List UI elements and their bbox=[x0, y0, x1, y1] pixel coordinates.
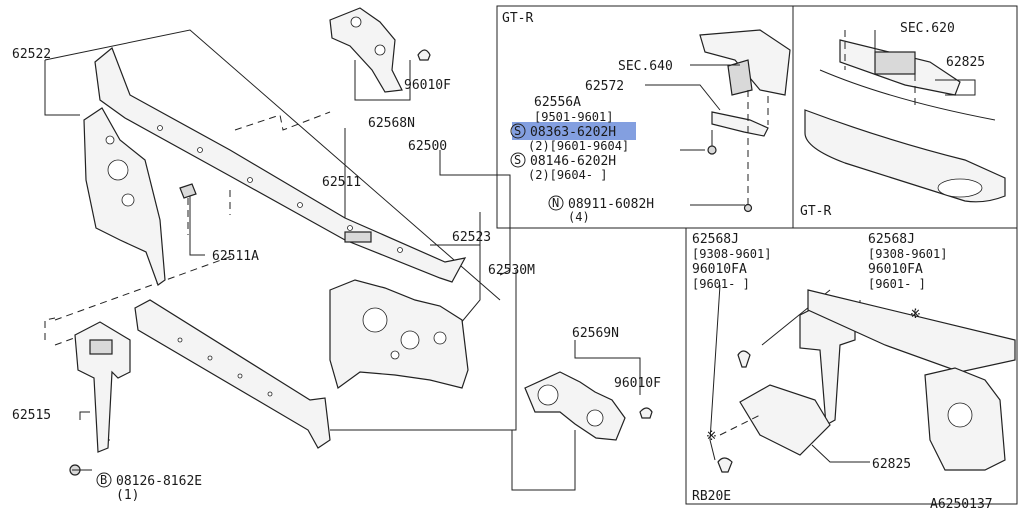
bracket-62569N bbox=[524, 371, 653, 441]
label-08363-6202H[interactable]: 08363-6202H bbox=[530, 125, 616, 140]
label-62556A[interactable]: 62556A bbox=[534, 95, 581, 110]
label-96010FA-left-range: [9601- ] bbox=[692, 277, 750, 291]
marker-s2-icon bbox=[510, 152, 526, 168]
nut-n-icon bbox=[743, 203, 753, 213]
marker-b-icon bbox=[96, 472, 112, 488]
label-62825-gtr[interactable]: 62825 bbox=[946, 55, 985, 70]
label-sec620[interactable]: SEC.620 bbox=[900, 21, 955, 36]
label-08126-8162E[interactable]: 08126-8162E bbox=[116, 474, 202, 489]
gtr-left-parts bbox=[645, 29, 791, 213]
stay-62515 bbox=[69, 321, 131, 476]
label-08911-6082H[interactable]: 08911-6082H bbox=[568, 197, 654, 212]
note-mark-right: ※ bbox=[910, 307, 921, 322]
label-62500[interactable]: 62500 bbox=[408, 139, 447, 154]
gtr-right-title: GT-R bbox=[800, 204, 831, 219]
label-62523[interactable]: 62523 bbox=[452, 230, 491, 245]
label-62568J-right[interactable]: 62568J bbox=[868, 232, 915, 247]
label-n-qty: (4) bbox=[568, 210, 590, 224]
label-96010F-mid[interactable]: 96010F bbox=[614, 376, 661, 391]
upper-support-62511 bbox=[94, 47, 467, 283]
clip-96010FA-icon bbox=[737, 350, 751, 368]
label-62572[interactable]: 62572 bbox=[585, 79, 624, 94]
marker-s1-icon bbox=[510, 123, 526, 139]
rb20e-parts bbox=[709, 284, 1016, 473]
clip-96010F-top-icon bbox=[417, 49, 431, 61]
label-s2-qty: (2)[9604- ] bbox=[528, 168, 607, 182]
gtr-right-parts bbox=[804, 30, 1006, 203]
marker-s1: S bbox=[514, 124, 521, 138]
label-96010FA-right[interactable]: 96010FA bbox=[868, 262, 923, 277]
note-mark-left: ※ bbox=[706, 429, 717, 444]
label-08126-qty: (1) bbox=[116, 488, 139, 503]
marker-n: N bbox=[552, 196, 559, 210]
label-62522[interactable]: 62522 bbox=[12, 47, 51, 62]
label-96010F-top[interactable]: 96010F bbox=[404, 78, 451, 93]
label-62568J-left-range: [9308-9601] bbox=[692, 247, 771, 261]
clip-96010F-mid-icon bbox=[639, 407, 653, 419]
label-62511[interactable]: 62511 bbox=[322, 175, 361, 190]
side-bracket-62522 bbox=[83, 107, 166, 286]
marker-n-icon bbox=[548, 195, 564, 211]
label-62825-rb20e[interactable]: 62825 bbox=[872, 457, 911, 472]
rb20e-inset-frame bbox=[685, 227, 1018, 505]
label-96010FA-right-range: [9601- ] bbox=[868, 277, 926, 291]
label-62569N[interactable]: 62569N bbox=[572, 326, 619, 341]
rb20e-title: RB20E bbox=[692, 489, 731, 504]
clip-96010FA-lower-icon bbox=[717, 457, 733, 473]
label-96010FA-left[interactable]: 96010FA bbox=[692, 262, 747, 277]
label-62530M[interactable]: 62530M bbox=[488, 263, 535, 278]
label-62511A[interactable]: 62511A bbox=[212, 249, 259, 264]
bolt-62511A bbox=[179, 183, 197, 210]
marker-b: B bbox=[100, 473, 107, 487]
label-s1-qty: (2)[9601-9604] bbox=[528, 139, 629, 153]
label-range-9501: [9501-9601] bbox=[534, 110, 613, 124]
gtr-left-title: GT-R bbox=[502, 11, 533, 26]
label-62568N[interactable]: 62568N bbox=[368, 116, 415, 131]
label-sec640[interactable]: SEC.640 bbox=[618, 59, 673, 74]
side-member-62530M bbox=[329, 279, 469, 389]
label-08146-6202H[interactable]: 08146-6202H bbox=[530, 154, 616, 169]
label-62568J-left[interactable]: 62568J bbox=[692, 232, 739, 247]
lower-support-62530 bbox=[134, 299, 331, 449]
label-62515[interactable]: 62515 bbox=[12, 408, 51, 423]
label-62568J-right-range: [9308-9601] bbox=[868, 247, 947, 261]
bracket-62568N bbox=[329, 7, 431, 93]
marker-s2: S bbox=[514, 153, 521, 167]
bolt-s-icon bbox=[707, 145, 717, 155]
diagram-code: A6250137 bbox=[930, 497, 993, 510]
highlighted-row[interactable] bbox=[512, 122, 636, 140]
